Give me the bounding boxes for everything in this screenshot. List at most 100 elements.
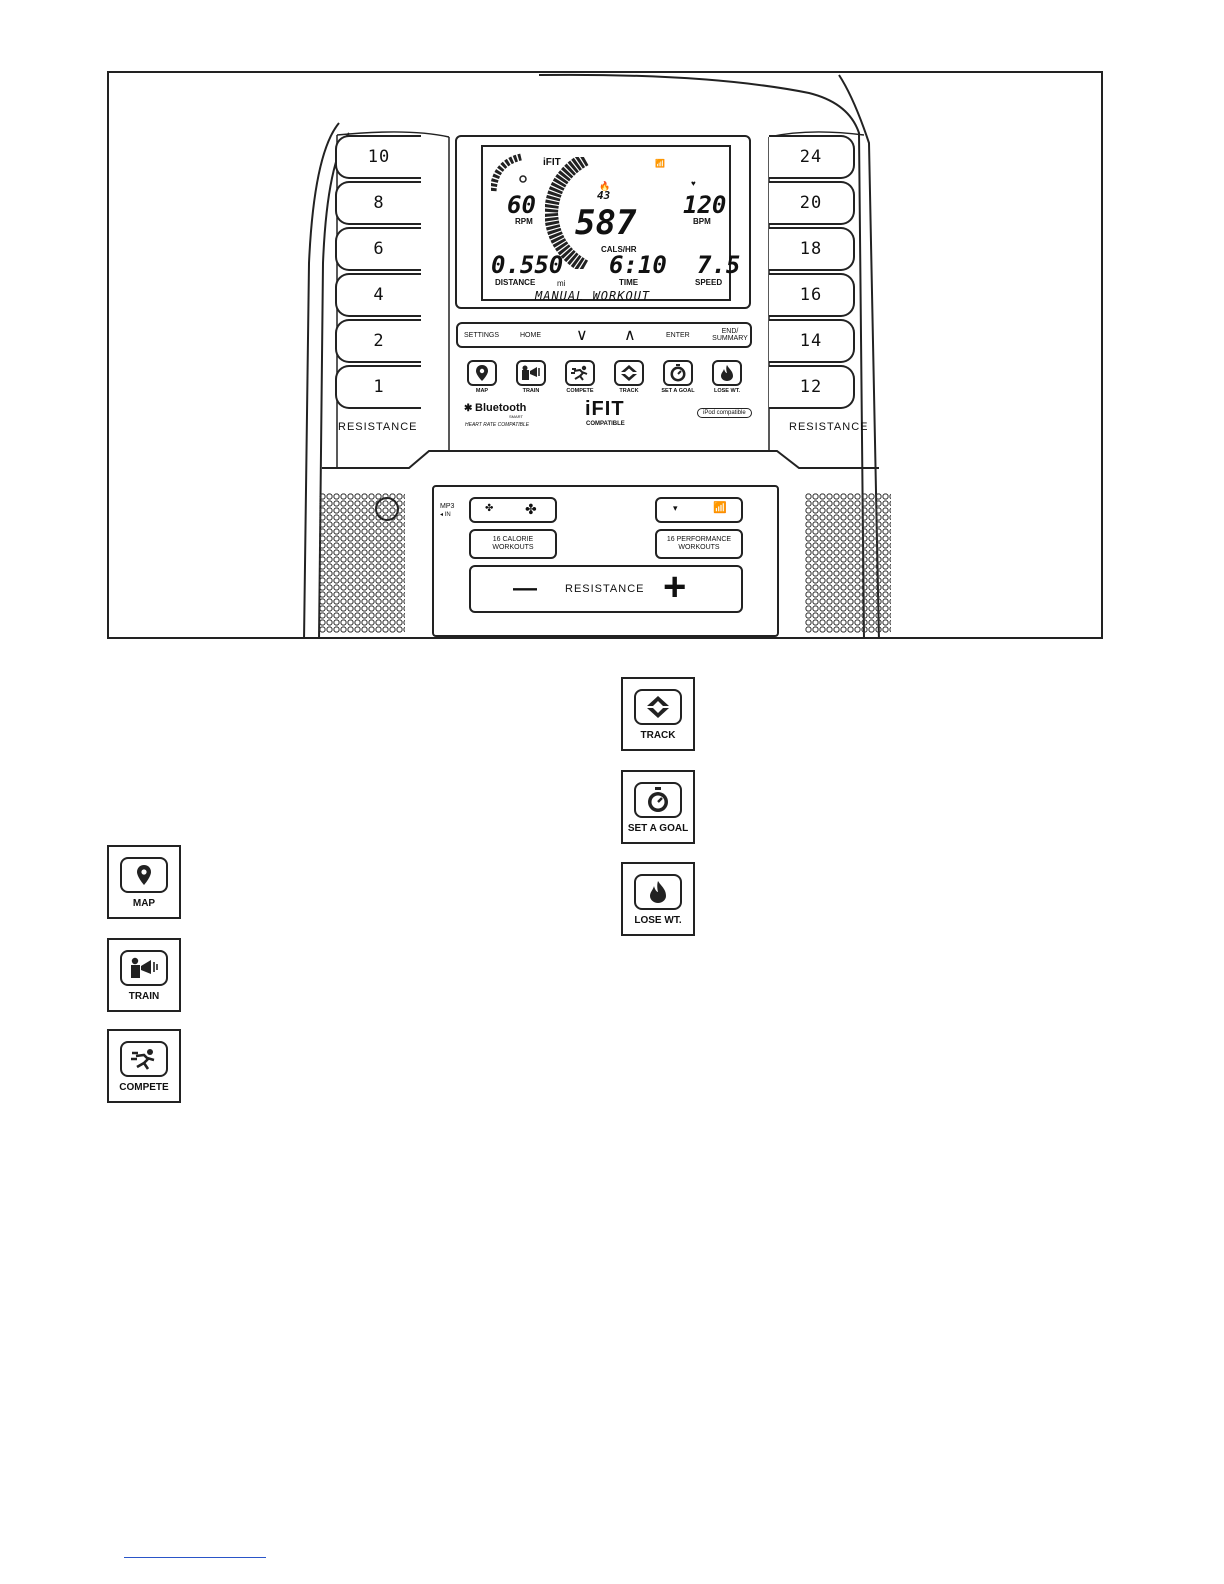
- lower-control-panel: [432, 485, 779, 637]
- resistance-decrease-button[interactable]: —: [513, 575, 537, 602]
- lose-wt-button[interactable]: [712, 360, 742, 386]
- train-card-label: TRAIN: [128, 991, 160, 1002]
- wifi-icon: 📶: [655, 159, 665, 168]
- mp3-label: MP3: [440, 503, 455, 510]
- set-a-goal-button[interactable]: [663, 360, 693, 386]
- track-label: TRACK: [619, 388, 639, 394]
- rpm-value: 60: [507, 191, 536, 219]
- bluetooth-logo: Bluetooth: [475, 402, 527, 414]
- lose-wt-label: LOSE WT.: [714, 388, 740, 394]
- bpm-value: 120: [683, 191, 727, 219]
- down-button[interactable]: ∨: [576, 327, 588, 344]
- track-card: TRACK: [621, 677, 695, 751]
- resistance-button-14[interactable]: 14: [769, 319, 855, 363]
- right-speaker-grille: [805, 493, 891, 633]
- footer-rule: [124, 1557, 266, 1558]
- stopwatch-icon: [670, 364, 686, 382]
- calories-label: CALS/HR: [601, 245, 637, 254]
- resistance-button-24[interactable]: 24: [769, 135, 855, 179]
- volume-button[interactable]: ▾ 📶: [655, 497, 743, 523]
- map-card: MAP: [107, 845, 181, 919]
- train-label: TRAIN: [522, 388, 540, 394]
- resistance-button-1[interactable]: 1: [335, 365, 421, 409]
- compete-label: COMPETE: [566, 388, 594, 394]
- rpm-arc-icon: [491, 153, 527, 192]
- flame-icon: [721, 365, 733, 381]
- compete-card-button: [120, 1041, 168, 1077]
- home-button[interactable]: HOME: [520, 332, 541, 339]
- speed-value: 7.5: [697, 251, 741, 279]
- enter-button[interactable]: ENTER: [666, 332, 690, 339]
- settings-button[interactable]: SETTINGS: [464, 332, 500, 339]
- map-pin-icon: [137, 865, 151, 885]
- performance-workouts-button[interactable]: 16 PERFORMANCE WORKOUTS: [655, 529, 743, 559]
- map-card-button: [120, 857, 168, 893]
- time-value: 6:10: [609, 251, 667, 279]
- performance-workouts-label: 16 PERFORMANCE WORKOUTS: [666, 536, 732, 551]
- display-brand: iFIT: [543, 157, 561, 168]
- calories-value: 587: [575, 203, 637, 243]
- display-message: MANUAL WORKOUT: [535, 289, 651, 303]
- resistance-button-12[interactable]: 12: [769, 365, 855, 409]
- set-a-goal-card-label: SET A GOAL: [627, 823, 689, 834]
- volume-high-icon: 📶: [713, 502, 727, 514]
- up-button[interactable]: ∧: [624, 327, 636, 344]
- resistance-button-10[interactable]: 10: [335, 135, 421, 179]
- compete-card: COMPETE: [107, 1029, 181, 1103]
- end-summary-button[interactable]: END/ SUMMARY: [712, 328, 748, 342]
- track-arrows-icon: [621, 365, 637, 381]
- coach-megaphone-icon: [131, 957, 158, 978]
- map-button[interactable]: [467, 360, 497, 386]
- compete-button[interactable]: [565, 360, 595, 386]
- speed-label: SPEED: [695, 278, 723, 287]
- mp3-in-label: ◂ IN: [440, 512, 451, 518]
- train-button[interactable]: [516, 360, 546, 386]
- set-a-goal-label: SET A GOAL: [661, 388, 695, 394]
- resistance-label-left: RESISTANCE: [338, 421, 418, 433]
- volume-low-icon: ▾: [673, 503, 678, 513]
- set-a-goal-card-button: [634, 782, 682, 818]
- resistance-button-20[interactable]: 20: [769, 181, 855, 225]
- set-a-goal-card: SET A GOAL: [621, 770, 695, 844]
- rpm-label: RPM: [515, 217, 533, 226]
- lcd-display: iFIT 📶 ♥ 60 RPM 🔥 43 587 120 BPM CALS/HR…: [481, 145, 740, 303]
- flame-icon: 🔥: [599, 181, 611, 191]
- resistance-rocker: — RESISTANCE +: [469, 565, 743, 613]
- distance-unit: mi: [557, 279, 566, 288]
- lose-wt-card: LOSE WT.: [621, 862, 695, 936]
- calorie-workouts-label: 16 CALORIE WORKOUTS: [492, 536, 534, 551]
- audio-jack[interactable]: [375, 497, 399, 521]
- compete-card-label: COMPETE: [119, 1082, 169, 1093]
- ifit-logo: iFIT: [585, 398, 625, 420]
- distance-label: DISTANCE: [495, 278, 536, 287]
- bluetooth-icon: ✱: [464, 403, 473, 414]
- calorie-workouts-button[interactable]: 16 CALORIE WORKOUTS: [469, 529, 557, 559]
- resistance-button-16[interactable]: 16: [769, 273, 855, 317]
- train-card: TRAIN: [107, 938, 181, 1012]
- track-card-button: [634, 689, 682, 725]
- resistance-button-4[interactable]: 4: [335, 273, 421, 317]
- resistance-button-8[interactable]: 8: [335, 181, 421, 225]
- display-bezel: [455, 135, 751, 309]
- map-label: MAP: [475, 388, 489, 394]
- time-label: TIME: [619, 278, 639, 287]
- ifit-compatible: COMPATIBLE: [586, 421, 625, 427]
- lose-wt-card-label: LOSE WT.: [634, 915, 682, 926]
- train-card-button: [120, 950, 168, 986]
- map-pin-icon: [476, 365, 488, 381]
- resistance-label-right: RESISTANCE: [789, 421, 869, 433]
- resistance-button-18[interactable]: 18: [769, 227, 855, 271]
- ipod-badge: iPod compatible: [697, 408, 752, 418]
- flame-icon: [650, 881, 666, 903]
- resistance-button-2[interactable]: 2: [335, 319, 421, 363]
- runner-icon: [571, 365, 588, 381]
- track-button[interactable]: [614, 360, 644, 386]
- track-card-label: TRACK: [640, 730, 676, 741]
- stopwatch-icon: [648, 787, 668, 812]
- fan-button[interactable]: ✤ ✤: [469, 497, 557, 523]
- map-card-label: MAP: [132, 898, 156, 909]
- resistance-increase-button[interactable]: +: [663, 565, 687, 609]
- resistance-button-6[interactable]: 6: [335, 227, 421, 271]
- console-illustration: 10 8 6 4 2 1 RESISTANCE 24 20 18 16 14 1…: [107, 71, 1103, 639]
- coach-megaphone-icon: [522, 365, 540, 380]
